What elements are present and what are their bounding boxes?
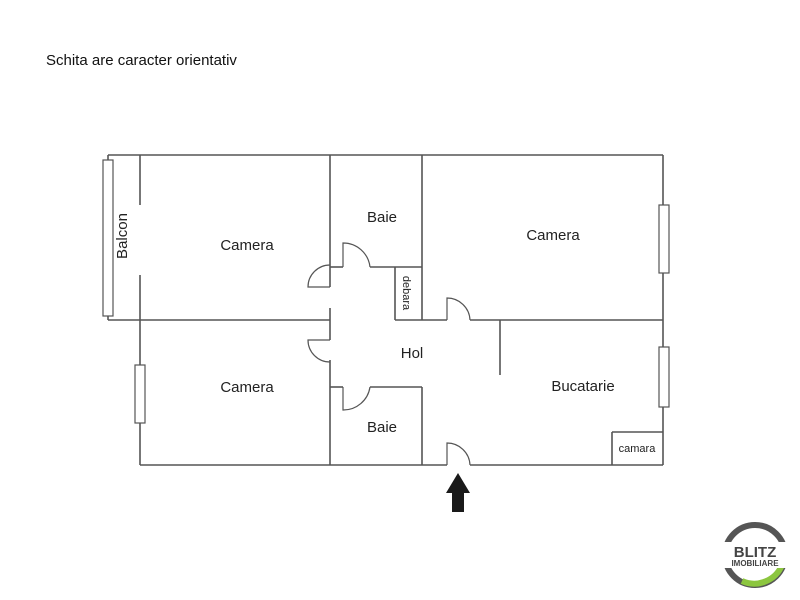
- room-label-bucatarie: Bucatarie: [551, 378, 614, 395]
- door-baie-bottom: [342, 386, 371, 411]
- room-label-baie-bottom: Baie: [367, 419, 397, 436]
- interior-walls: [329, 155, 663, 465]
- window-bucatarie: [658, 346, 670, 408]
- door-entrance: [446, 442, 471, 466]
- arrow-up-icon: [446, 473, 470, 512]
- outer-walls: [107, 154, 664, 466]
- door-camera-top-right: [446, 297, 471, 321]
- room-label-balcon: Balcon: [114, 213, 131, 259]
- room-label-camera-bottom-left: Camera: [220, 379, 274, 396]
- room-label-camara: camara: [619, 443, 657, 455]
- door-camera-top-left: [307, 264, 331, 288]
- door-camera-bottom-left: [307, 339, 331, 363]
- doors: [307, 242, 471, 466]
- room-label-baie-top: Baie: [367, 209, 397, 226]
- room-label-debara: debara: [400, 276, 412, 311]
- room-label-camera-top-right: Camera: [526, 227, 580, 244]
- room-label-hol: Hol: [401, 345, 424, 362]
- blitz-logo: BLITZ IMOBILIARE: [722, 522, 788, 588]
- door-baie-top: [342, 242, 371, 268]
- logo-line1: BLITZ: [734, 544, 777, 561]
- room-label-camera-top-left: Camera: [220, 237, 274, 254]
- logo-line2: IMOBILIARE: [731, 559, 779, 568]
- disclaimer-note: Schita are caracter orientativ: [46, 52, 237, 69]
- balcony-window: [102, 159, 114, 317]
- window-camera-bottom-left: [134, 364, 146, 424]
- window-camera-top-right: [658, 204, 670, 274]
